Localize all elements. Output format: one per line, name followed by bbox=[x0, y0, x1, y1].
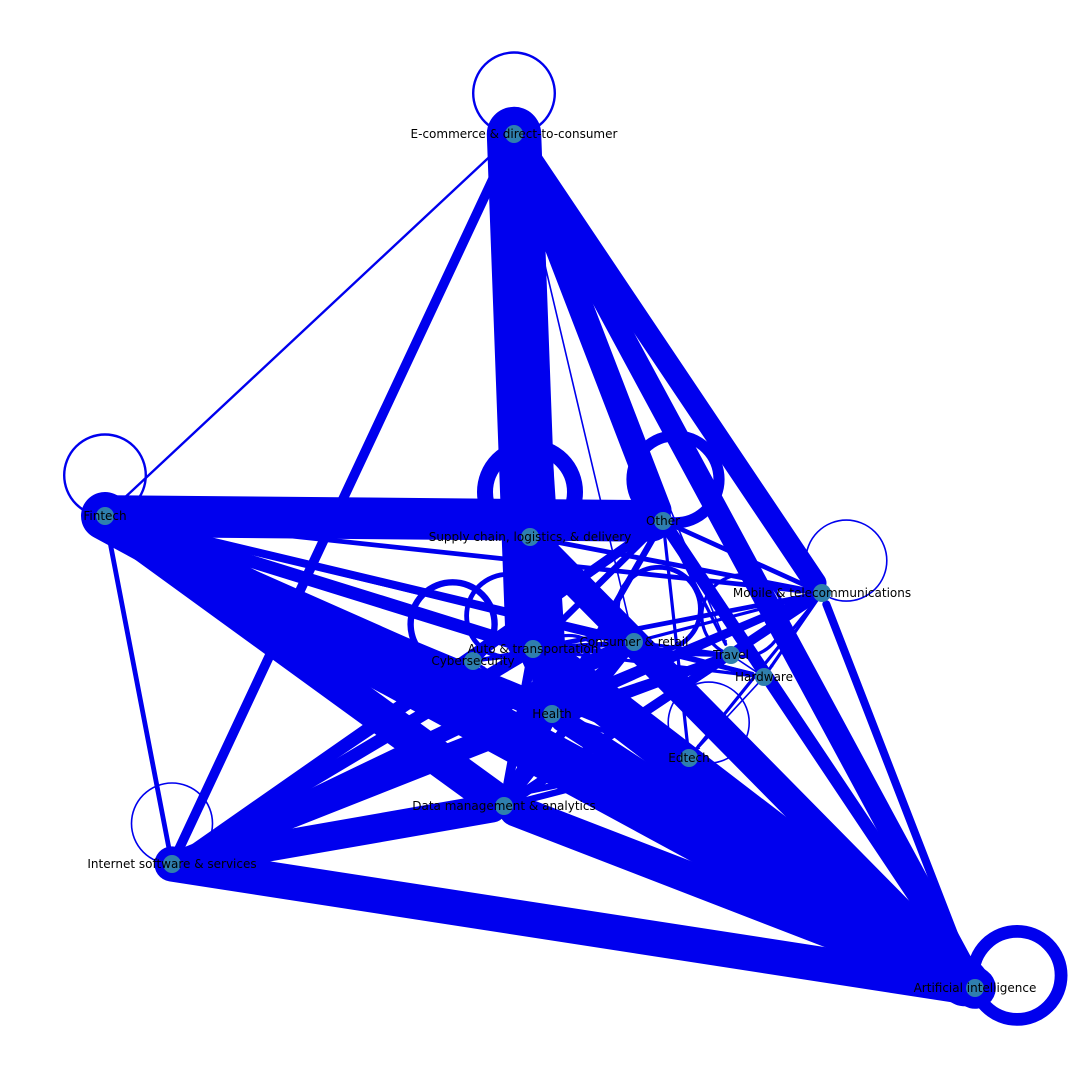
node-label-supply: Supply chain, logistics, & delivery bbox=[429, 530, 632, 544]
node-hardware bbox=[755, 668, 773, 686]
edge-other-to-travel bbox=[661, 519, 728, 646]
node-consumer bbox=[625, 633, 643, 651]
node-label-auto: Auto & transportation bbox=[468, 642, 599, 656]
edge-cyber-to-other bbox=[470, 525, 656, 664]
self-loop-health bbox=[526, 633, 612, 720]
edge-consumer-to-hardware bbox=[632, 640, 755, 676]
node-label-consumer: Consumer & retail bbox=[580, 635, 689, 649]
edge-ecommerce-to-consumer bbox=[513, 133, 633, 632]
edge-supply-to-other bbox=[525, 517, 656, 542]
label-layer: E-commerce & direct-to-consumerFintechSu… bbox=[83, 127, 1036, 995]
edge-fintech-to-internet bbox=[102, 513, 173, 855]
edge-ai-to-edtech bbox=[695, 762, 979, 992]
edge-internet-to-mobile bbox=[168, 593, 815, 868]
edge-auto-to-other bbox=[529, 526, 658, 653]
self-loop-edtech bbox=[667, 681, 751, 764]
node-label-edtech: Edtech bbox=[668, 751, 710, 765]
node-edtech bbox=[680, 749, 698, 767]
node-label-ecommerce: E-commerce & direct-to-consumer bbox=[411, 127, 618, 141]
edge-auto-to-hardware bbox=[531, 647, 754, 678]
edge-data-to-edtech bbox=[500, 757, 681, 810]
node-fintech bbox=[96, 507, 114, 525]
node-label-ai: Artificial intelligence bbox=[914, 981, 1037, 995]
edge-internet-to-ai bbox=[154, 846, 981, 1004]
edge-fintech-to-auto bbox=[98, 509, 528, 652]
edge-other-to-edtech bbox=[661, 519, 690, 748]
edge-data-to-auto bbox=[499, 655, 536, 811]
node-layer bbox=[96, 125, 984, 997]
node-label-hardware: Hardware bbox=[735, 670, 793, 684]
node-health bbox=[543, 705, 561, 723]
node-label-mobile: Mobile & telecommunications bbox=[733, 586, 911, 600]
node-label-data: Data management & analytics bbox=[412, 799, 595, 813]
node-travel bbox=[722, 646, 740, 664]
edge-layer bbox=[62, 51, 1068, 1026]
node-auto bbox=[524, 640, 542, 658]
edge-other-to-hardware bbox=[661, 519, 760, 669]
edge-ai-to-health bbox=[550, 709, 987, 1000]
edge-internet-to-consumer bbox=[164, 639, 632, 872]
self-loop-travel bbox=[700, 573, 786, 659]
node-label-other: Other bbox=[646, 514, 680, 528]
node-supply bbox=[521, 528, 539, 546]
edge-ai-to-hardware bbox=[767, 683, 979, 992]
edge-health-to-other bbox=[548, 528, 661, 718]
edge-ecommerce-to-fintech bbox=[112, 132, 516, 509]
node-label-internet: Internet software & services bbox=[87, 857, 256, 871]
self-loop-cyber bbox=[407, 579, 498, 670]
node-ecommerce bbox=[505, 125, 523, 143]
node-other bbox=[654, 512, 672, 530]
node-data bbox=[495, 797, 513, 815]
node-label-fintech: Fintech bbox=[83, 509, 126, 523]
edge-data-to-consumer bbox=[499, 646, 632, 811]
edge-hardware-to-edtech bbox=[695, 676, 765, 751]
edge-internet-to-edtech bbox=[168, 757, 681, 868]
edge-ai-to-consumer bbox=[637, 645, 980, 993]
node-internet bbox=[163, 855, 181, 873]
node-ai bbox=[966, 979, 984, 997]
edge-ai-to-data bbox=[499, 794, 991, 1004]
node-label-cyber: Cybersecurity bbox=[431, 654, 514, 668]
edge-internet-to-cyber bbox=[167, 662, 468, 869]
edge-ecommerce-to-internet bbox=[172, 129, 519, 858]
node-mobile bbox=[813, 584, 831, 602]
node-label-health: Health bbox=[532, 707, 571, 721]
edge-ecommerce-to-travel bbox=[513, 133, 728, 645]
self-loop-mobile bbox=[804, 519, 888, 602]
edge-ai-to-mobile bbox=[822, 600, 979, 992]
node-cyber bbox=[464, 652, 482, 670]
edge-other-to-mobile bbox=[660, 518, 814, 591]
node-label-travel: Travel bbox=[712, 648, 749, 662]
edge-health-to-edtech bbox=[549, 711, 680, 757]
